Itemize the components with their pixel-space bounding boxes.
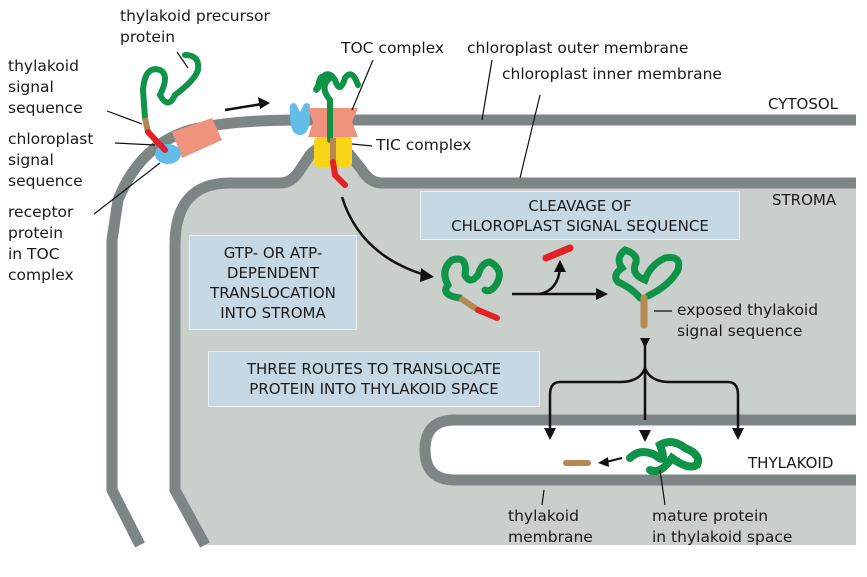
stroma-region-label: STROMA: [772, 191, 837, 209]
outer-membrane-leader: [481, 59, 493, 121]
cleaved-chloroplast-signal: [542, 244, 574, 262]
thylakoid-membrane-label: thylakoid membrane: [508, 507, 593, 546]
route-middle-arrow: [639, 430, 651, 442]
outer-membrane-label: chloroplast outer membrane: [467, 39, 689, 57]
cleavage-arrow-head: [596, 288, 608, 300]
chloroplast-signal-leader: [114, 142, 156, 146]
three-routes-step-box: THREE ROUTES TO TRANSLOCATE PROTEIN INTO…: [208, 351, 540, 407]
exposed-protein: [612, 246, 683, 302]
thylakoid-membrane-leader: [541, 489, 545, 506]
chloroplast-signal-2: [330, 159, 348, 188]
chloroplast-signal-label: chloroplast signal sequence: [8, 130, 94, 190]
translocation-arrow: [340, 196, 426, 277]
precursor-leader: [176, 51, 189, 69]
receptor-label: receptor protein in TOC complex: [8, 203, 74, 284]
tic-leader: [351, 143, 373, 147]
stroma-protein: [441, 255, 503, 302]
cleaved-branch-head: [554, 260, 566, 272]
thylakoid-region-label: THYLAKOID: [748, 454, 834, 472]
thylakoid-signal-label: thylakoid signal sequence: [8, 57, 83, 117]
mature-protein-leader: [659, 469, 666, 506]
route-right-arrow: [732, 428, 744, 440]
route-right: [643, 367, 740, 430]
route-stem-arrow: [640, 338, 650, 348]
toc-complex-closed: [172, 118, 222, 158]
move-arrow: [224, 102, 263, 112]
precursor-protein-2: [313, 71, 361, 143]
move-arrow-head: [258, 97, 270, 109]
inner-membrane-label: chloroplast inner membrane: [502, 65, 722, 83]
translocation-arrow-head: [420, 268, 434, 282]
thylakoid-signal-leader: [106, 110, 143, 125]
release-arrow: [605, 457, 623, 463]
mature-protein-label: mature protein in thylakoid space: [652, 507, 793, 546]
stroma-chloroplast-signal: [475, 307, 500, 321]
route-left: [548, 367, 647, 430]
inner-membrane: [169, 140, 862, 548]
chloroplast-signal-1: [145, 129, 168, 153]
thylakoid-membrane: [419, 414, 862, 486]
receptor-open: [289, 103, 311, 135]
exposed-signal-label: exposed thylakoid signal sequence: [677, 301, 819, 340]
cytosol-region-label: CYTOSOL: [768, 95, 839, 113]
tic-label: TIC complex: [376, 136, 472, 154]
precursor-protein-1: [139, 52, 202, 121]
stroma-thylakoid-signal: [458, 295, 480, 313]
toc-label: TOC complex: [341, 39, 445, 57]
receptor-leader: [93, 162, 161, 215]
route-left-arrow: [544, 428, 556, 440]
translocation-step-box: GTP- OR ATP- DEPENDENT TRANSLOCATION INT…: [189, 235, 357, 330]
cleavage-step-box: CLEAVAGE OF CHLOROPLAST SIGNAL SEQUENCE: [420, 191, 740, 240]
inner-membrane-leader: [519, 94, 541, 179]
precursor-label: thylakoid precursor protein: [120, 7, 270, 46]
toc-leader: [351, 59, 374, 111]
mature-protein: [626, 438, 703, 476]
release-arrow-head: [598, 457, 609, 467]
